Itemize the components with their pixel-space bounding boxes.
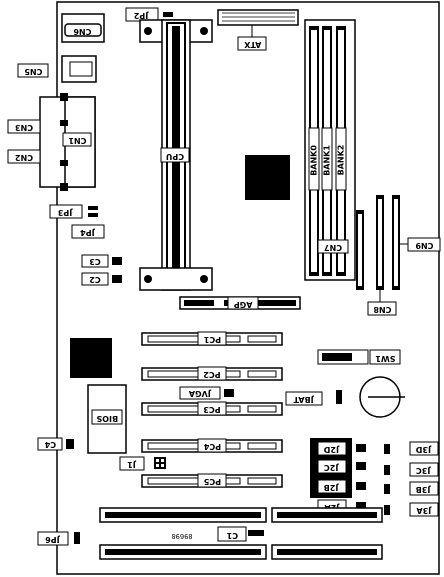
cn2-label: CN2 xyxy=(15,153,33,162)
c3-label: C3 xyxy=(89,257,100,266)
c2-label: C2 xyxy=(89,275,100,284)
jp2-label: JP2 xyxy=(134,11,149,20)
pc3-label: PC3 xyxy=(203,405,220,414)
cn3-label: CN3 xyxy=(15,123,33,132)
jp3-jp4-jumpers: JP3 JP4 xyxy=(49,204,105,239)
pci-slot-2: PC2 xyxy=(141,366,283,381)
io-chip xyxy=(70,338,112,378)
pci-slot-4: PC4 xyxy=(141,438,283,453)
j3a-label: J3A xyxy=(416,506,433,515)
jp3-label: JP3 xyxy=(58,208,73,217)
cn1-label: CN1 xyxy=(68,136,87,145)
atx-connector: ATX xyxy=(217,9,299,51)
cn9-label: CN9 xyxy=(415,241,434,250)
jvga-label: JVGA xyxy=(188,389,212,398)
j3-connector-cluster: J3D J3C J3B J3A xyxy=(384,441,439,517)
c4-label: C4 xyxy=(44,440,56,449)
serial-cn1-block: CN3 CN1 CN2 xyxy=(7,93,96,191)
cn6-connector: CN6 xyxy=(61,13,105,43)
bios-chip: BIOS xyxy=(87,384,127,454)
bank1-label: BANK1 xyxy=(323,145,332,176)
pci-slot-3: PC3 xyxy=(141,401,283,416)
cpu-label: CPU xyxy=(166,152,184,161)
c1-label: C1 xyxy=(226,531,238,540)
cn8-label: CN8 xyxy=(373,305,392,314)
c1-connector: C1 xyxy=(217,526,264,542)
pc4-label: PC4 xyxy=(203,442,221,451)
board-code: 89698 xyxy=(171,532,192,540)
cn7-label: CN7 xyxy=(324,243,342,252)
sw1-switch: SW1 xyxy=(317,349,401,365)
j1-jumper: J1 xyxy=(119,456,166,471)
pci-slot-1: PC1 xyxy=(141,331,283,346)
cn5-label: CN5 xyxy=(24,67,43,76)
j1-label: J1 xyxy=(127,460,137,469)
j2-connector-cluster: J2D J2C J2B J2A xyxy=(310,438,366,514)
j2b-label: J2B xyxy=(324,483,340,492)
jp6-label: JP6 xyxy=(45,535,61,544)
atx-label: ATX xyxy=(243,40,261,49)
pci-slot-5: PC5 xyxy=(141,473,283,488)
pc5-label: PC5 xyxy=(203,477,221,486)
jbat-label: JBAT xyxy=(293,395,315,404)
c3-c2-connectors: C3 C2 xyxy=(81,254,122,286)
j3c-label: J3C xyxy=(416,466,432,475)
jp6-jumper: JP6 xyxy=(37,531,80,546)
j3d-label: J3D xyxy=(415,445,432,454)
jvga-jumper: JVGA xyxy=(179,386,234,400)
ide-connectors: CN8 CN9 xyxy=(356,195,441,316)
cn6-label: CN6 xyxy=(73,27,92,36)
j2c-label: J2C xyxy=(324,463,340,472)
cn5-connector: CN5 xyxy=(17,55,97,83)
agp-label: AGP xyxy=(234,300,253,309)
j3b-label: J3B xyxy=(416,485,432,494)
bottom-slots xyxy=(99,507,383,560)
jp4-label: JP4 xyxy=(80,228,96,237)
dimm-sockets: BANK0 BANK1 BANK2 CN7 xyxy=(304,19,356,281)
cpu-slot: CPU xyxy=(139,19,213,291)
bank2-label: BANK2 xyxy=(337,145,346,176)
chipset-chip xyxy=(245,155,290,200)
c4-connector: C4 xyxy=(37,437,74,451)
bank0-label: BANK0 xyxy=(310,145,319,176)
agp-slot: AGP xyxy=(179,296,301,310)
pc1-label: PC1 xyxy=(203,335,221,344)
j2d-label: J2D xyxy=(323,445,340,454)
pc2-label: PC2 xyxy=(203,370,220,379)
bios-label: BIOS xyxy=(96,414,118,423)
battery: JBAT xyxy=(285,376,405,418)
sw1-label: SW1 xyxy=(375,354,396,363)
